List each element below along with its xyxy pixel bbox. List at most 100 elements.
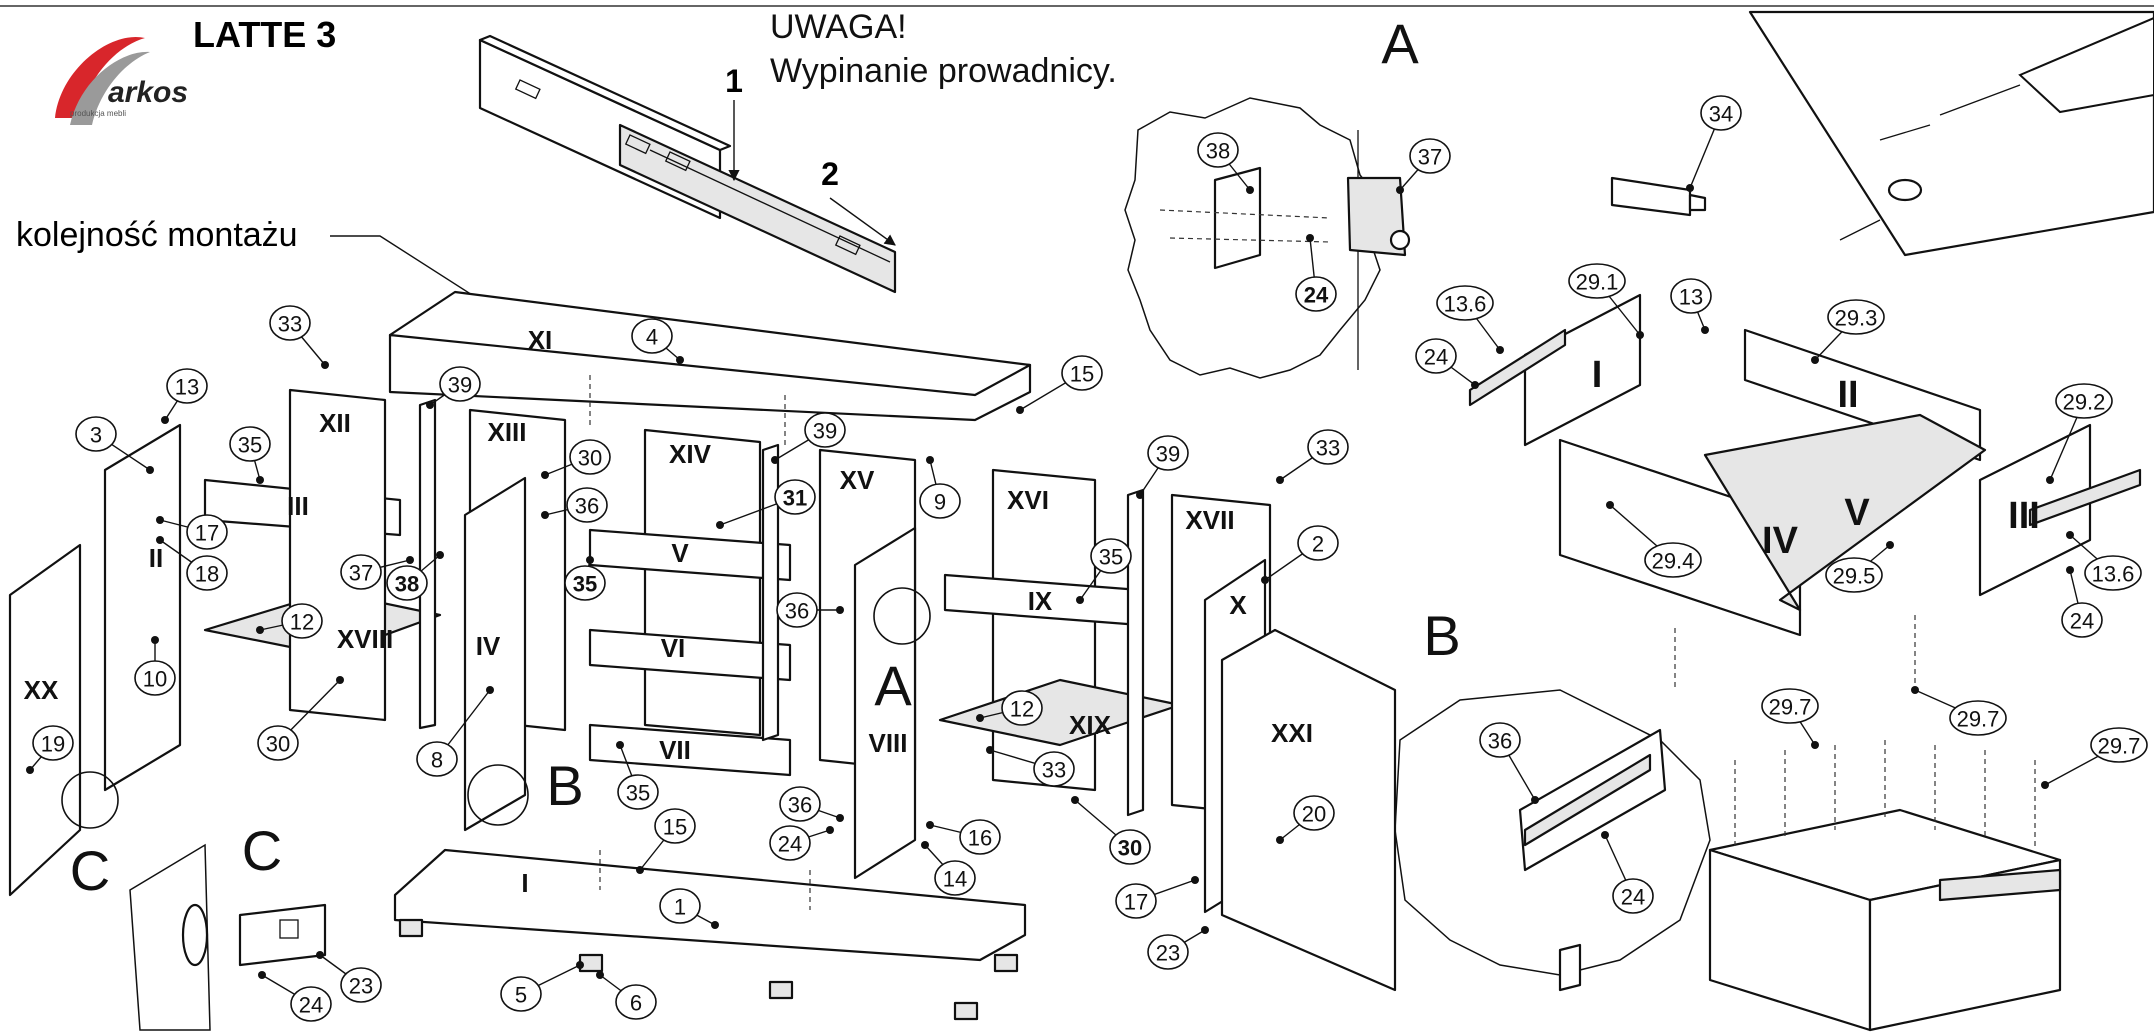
panel-label-ix: IX <box>1028 586 1053 616</box>
callout-pointer <box>316 951 324 959</box>
callout-bubble <box>1568 263 1626 299</box>
panel-label-iv: IV <box>476 631 501 661</box>
callout-bubble <box>779 786 821 822</box>
callout-number: 23 <box>1156 941 1180 966</box>
callout-24: 24 <box>1295 234 1337 312</box>
callout-12: 12 <box>976 690 1043 726</box>
callout-29-4: 29.4 <box>1606 501 1702 578</box>
callout-10: 10 <box>134 636 176 696</box>
callout-pointer <box>1636 331 1644 339</box>
callout-bubble <box>269 305 311 341</box>
callout-17: 17 <box>156 514 228 550</box>
callout-number: 34 <box>1709 102 1733 127</box>
callout-pointer <box>976 714 984 722</box>
callout-pointer <box>836 606 844 614</box>
callout-number: 1 <box>674 895 686 920</box>
callout-number: 14 <box>943 867 967 892</box>
callout-bubble <box>290 986 332 1022</box>
callout-bubble <box>1670 278 1712 314</box>
callout-bubble <box>1033 751 1075 787</box>
detail-a-drawer-runner: A <box>1124 12 1419 379</box>
detail-c-letter-inset: C <box>242 819 282 882</box>
callout-number: 6 <box>630 991 642 1016</box>
callout-6: 6 <box>596 971 657 1020</box>
panel-label-i: I <box>521 868 528 898</box>
detail-b-letter-right: B <box>1423 604 1460 667</box>
page-title: LATTE 3 <box>193 14 336 55</box>
callout-bubble <box>229 426 271 462</box>
callout-bubble <box>1612 878 1654 914</box>
callout-24: 24 <box>769 825 834 861</box>
callout-number: 4 <box>646 325 658 350</box>
detail-a-marker: A <box>874 654 912 717</box>
callout-24: 24 <box>1415 338 1479 389</box>
panel-label-vii: VII <box>659 735 691 765</box>
callout-bubble <box>959 819 1001 855</box>
callout-pointer <box>1686 184 1694 192</box>
callout-29-1: 29.1 <box>1568 263 1644 339</box>
slide-step-1: 1 <box>725 63 743 99</box>
callout-33: 33 <box>1276 429 1349 484</box>
callout-pointer <box>436 551 444 559</box>
callout-35: 35 <box>616 741 659 810</box>
callout-pointer <box>2066 531 2074 539</box>
panel-label-xvi: XVI <box>1007 485 1049 515</box>
callout-number: 35 <box>573 572 597 597</box>
callout-13: 13 <box>161 368 208 424</box>
callout-29-5: 29.5 <box>1825 541 1894 593</box>
panel-label-x: X <box>1229 590 1247 620</box>
callout-number: 17 <box>1124 890 1148 915</box>
callout-5: 5 <box>500 961 584 1012</box>
callout-pointer <box>926 456 934 464</box>
callout-24: 24 <box>258 971 332 1022</box>
callout-number: 36 <box>785 599 809 624</box>
callout-33: 33 <box>986 746 1075 787</box>
callout-pointer <box>576 961 584 969</box>
callout-pointer <box>258 971 266 979</box>
panel-label-xvii: XVII <box>1185 505 1234 535</box>
callout-bubble <box>1061 355 1103 391</box>
callout-36: 36 <box>779 786 844 822</box>
callout-bubble <box>2090 727 2148 763</box>
callout-number: 37 <box>1418 145 1442 170</box>
callout-number: 15 <box>663 815 687 840</box>
callout-29-7: 29.7 <box>1761 688 1819 749</box>
callout-number: 36 <box>788 793 812 818</box>
callout-number: 17 <box>195 521 219 546</box>
callout-pointer <box>1606 501 1614 509</box>
callout-pointer <box>1471 381 1479 389</box>
callout-number: 23 <box>349 974 373 999</box>
callout-24: 24 <box>2061 566 2103 638</box>
callout-number: 12 <box>290 610 314 635</box>
callout-bubble <box>1109 829 1151 865</box>
callout-number: 13.6 <box>2092 562 2135 587</box>
callout-pointer <box>1531 796 1539 804</box>
callout-bubble <box>1307 429 1349 465</box>
panel-label-viii: VIII <box>868 728 907 758</box>
panel-label-ii: II <box>149 543 163 573</box>
callout-bubble <box>769 825 811 861</box>
callout-number: 30 <box>1118 836 1142 861</box>
callout-bubble <box>1825 557 1883 593</box>
warning-heading: UWAGA! <box>770 8 907 46</box>
callout-pointer <box>926 821 934 829</box>
callout-9: 9 <box>919 456 961 519</box>
callout-3: 3 <box>75 416 154 474</box>
callout-35: 35 <box>1076 538 1132 604</box>
callout-pointer <box>151 636 159 644</box>
callout-bubble <box>75 416 117 452</box>
panel-label-xv: XV <box>840 465 875 495</box>
callout-pointer <box>1811 356 1819 364</box>
callout-pointer <box>836 814 844 822</box>
callout-bubble <box>1295 276 1337 312</box>
callout-bubble <box>804 412 846 448</box>
detail-c-letter-left: C <box>70 839 110 902</box>
callout-number: 39 <box>813 419 837 444</box>
callout-pointer <box>161 416 169 424</box>
callout-35: 35 <box>229 426 271 484</box>
callout-bubble <box>416 741 458 777</box>
callout-bubble <box>257 725 299 761</box>
callout-bubble <box>500 976 542 1012</box>
drawer-panel-label-iv: IV <box>1762 520 1799 562</box>
